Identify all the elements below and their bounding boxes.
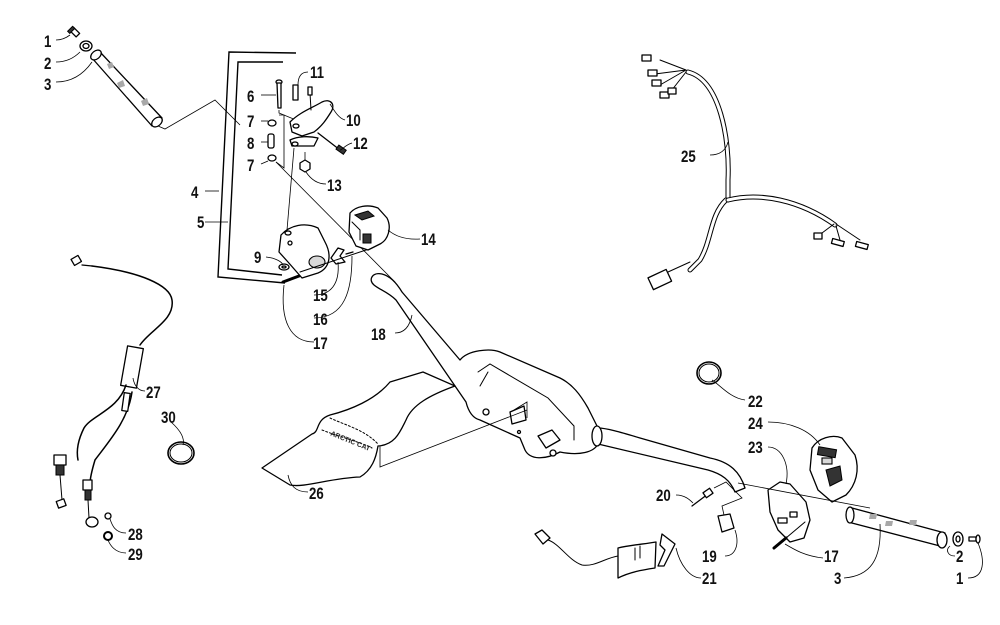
callout-29[interactable]: 29 <box>128 546 143 565</box>
bracket-4 <box>217 51 297 284</box>
retainer-clip[interactable] <box>104 512 112 520</box>
callout-13[interactable]: 13 <box>327 177 342 196</box>
callout-7-upper[interactable]: 7 <box>247 113 254 132</box>
callout-19[interactable]: 19 <box>702 548 717 567</box>
thumb-warmer-element[interactable] <box>534 529 676 579</box>
nut[interactable] <box>299 159 311 173</box>
plug-alignment-line <box>713 481 743 516</box>
callout-1-left[interactable]: 1 <box>44 33 52 52</box>
pivot-bolt[interactable] <box>275 79 283 109</box>
grip-end-washer-right[interactable] <box>952 531 964 547</box>
callout-27[interactable]: 27 <box>146 384 161 403</box>
callout-15[interactable]: 15 <box>313 287 328 306</box>
throttle-cable[interactable] <box>53 254 173 519</box>
callout-4[interactable]: 4 <box>191 184 199 203</box>
bolt-alignment-line <box>278 110 297 121</box>
callout-30[interactable]: 30 <box>161 409 176 428</box>
grip-leader-line <box>157 99 241 130</box>
handlebar[interactable] <box>370 273 746 493</box>
callout-11[interactable]: 11 <box>310 64 324 83</box>
cable-end-fitting[interactable] <box>85 516 99 528</box>
callout-16[interactable]: 16 <box>313 311 328 330</box>
handlebar-grip-right[interactable] <box>845 506 948 549</box>
callout-26[interactable]: 26 <box>309 485 324 504</box>
callout-8[interactable]: 8 <box>247 135 254 154</box>
cable-tie-ring[interactable] <box>167 441 195 465</box>
spring-pin[interactable] <box>292 84 299 101</box>
handlebar-wiring-harness[interactable] <box>641 54 869 291</box>
callout-7-lower[interactable]: 7 <box>247 157 254 176</box>
pivot-alignment-line <box>286 147 295 231</box>
callout-25[interactable]: 25 <box>681 148 696 167</box>
rubber-plug[interactable] <box>717 513 735 533</box>
brake-light-switch[interactable] <box>317 132 347 156</box>
handlebar-grip-left[interactable] <box>89 48 164 129</box>
callout-12[interactable]: 12 <box>353 135 368 154</box>
grip-end-screw-right[interactable] <box>968 534 981 544</box>
washer-lower[interactable] <box>267 154 277 162</box>
left-brake-housing[interactable] <box>278 224 330 279</box>
right-grip-alignment-line <box>737 482 871 509</box>
callout-9[interactable]: 9 <box>254 249 261 268</box>
screw[interactable] <box>299 247 373 273</box>
callout-2-left[interactable]: 2 <box>44 55 51 74</box>
callout-23[interactable]: 23 <box>748 439 763 458</box>
lock-nut[interactable] <box>278 263 290 271</box>
callout-28[interactable]: 28 <box>128 526 143 545</box>
callout-20[interactable]: 20 <box>656 487 671 506</box>
callout-3-left[interactable]: 3 <box>44 76 51 95</box>
leader-lines <box>55 34 983 579</box>
callout-24[interactable]: 24 <box>748 415 763 434</box>
bushing[interactable] <box>267 133 275 149</box>
brake-lever[interactable] <box>289 86 334 147</box>
left-switch-housing[interactable] <box>348 205 390 251</box>
o-ring[interactable] <box>103 531 113 541</box>
thumb-warmer-screw[interactable] <box>691 487 714 507</box>
retaining-ring[interactable] <box>696 361 722 385</box>
washer-group-line <box>275 114 285 169</box>
washer-upper[interactable] <box>267 119 277 127</box>
callout-22[interactable]: 22 <box>748 393 763 412</box>
callout-labels: 1 2 3 4 5 6 7 8 7 9 10 11 12 13 14 15 16… <box>44 33 964 589</box>
washer-alignment-line <box>275 161 396 283</box>
callout-10[interactable]: 10 <box>346 112 361 131</box>
callout-3-right[interactable]: 3 <box>834 570 841 589</box>
screw-right[interactable] <box>772 521 806 550</box>
callout-14[interactable]: 14 <box>421 231 436 250</box>
pad-alignment-line <box>379 409 528 468</box>
parking-brake-lever[interactable] <box>330 247 346 265</box>
callout-5[interactable]: 5 <box>197 214 205 233</box>
callout-1-right[interactable]: 1 <box>956 570 964 589</box>
callout-18[interactable]: 18 <box>371 326 386 345</box>
throttle-housing[interactable] <box>767 481 811 543</box>
callout-21[interactable]: 21 <box>702 570 717 589</box>
callout-17-left[interactable]: 17 <box>313 335 328 354</box>
grip-end-screw-left[interactable] <box>66 25 81 38</box>
callout-2-right[interactable]: 2 <box>956 548 963 567</box>
grip-end-washer-left[interactable] <box>79 40 93 52</box>
pad-alignment-line-top <box>513 401 528 418</box>
screw-left[interactable] <box>281 274 301 284</box>
handlebar-pad[interactable]: ARCTIC CAT <box>261 371 456 487</box>
callout-6[interactable]: 6 <box>247 88 254 107</box>
o-ring-and-clip-group <box>85 516 99 528</box>
callout-17-right[interactable]: 17 <box>824 548 839 567</box>
right-switch-housing[interactable] <box>809 435 858 503</box>
bracket-5 <box>227 61 283 276</box>
